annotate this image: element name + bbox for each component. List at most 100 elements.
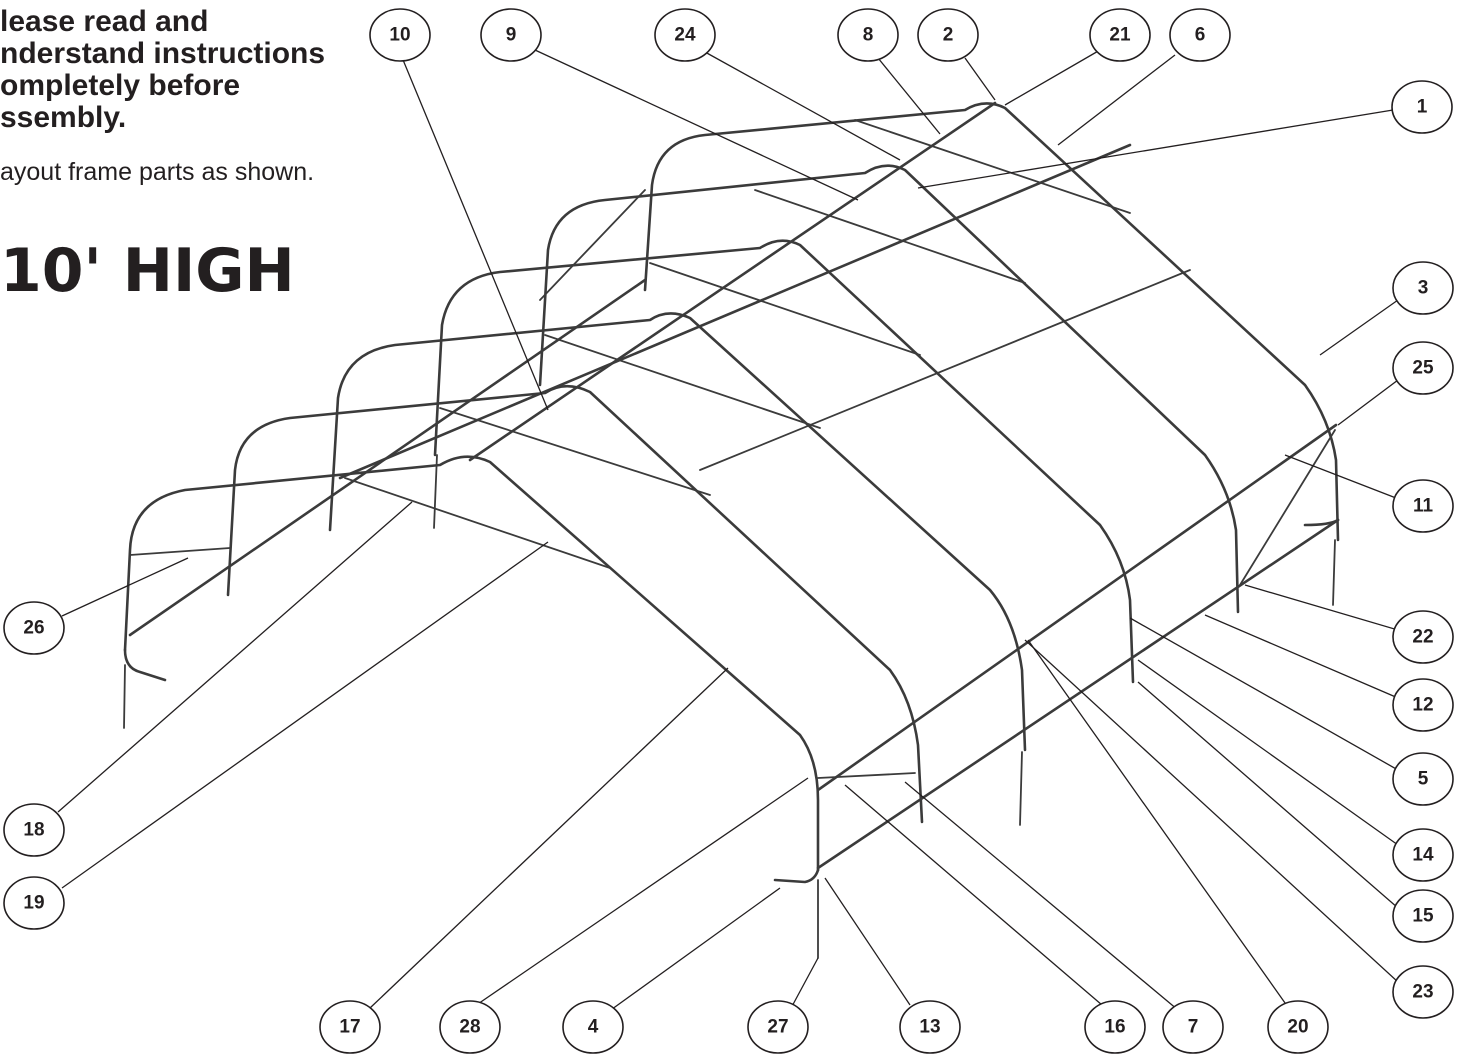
roof-purlin [544,334,821,429]
part-number: 13 [919,1017,940,1038]
part-number: 10 [389,25,410,46]
part-number: 16 [1104,1017,1125,1038]
part-number: 19 [23,893,44,914]
part-number-bubble: 10 [369,8,431,62]
instruction-line: ompletely before [0,69,241,102]
leader-line [61,557,189,617]
part-number: 8 [863,25,874,46]
leader-line [1057,54,1176,146]
instruction-line: nderstand instructions [0,37,326,70]
purlin [816,423,1338,792]
leader-line [1284,454,1397,499]
part-number-bubble: 28 [439,1000,501,1054]
ground-stake [1332,539,1336,606]
part-number-bubble: 3 [1392,261,1454,315]
arch [643,102,1340,542]
part-number: 25 [1412,358,1434,379]
leader-line [1027,639,1291,1011]
arch [123,455,820,872]
leader-line [369,667,729,1009]
part-number-bubble: 1 [1391,80,1453,134]
part-number-bubble: 18 [3,803,65,857]
end-brace [817,772,916,779]
leader-line [1137,681,1399,909]
part-number: 17 [339,1017,360,1038]
part-number-bubbles: 10 9 24 8 2 21 6 1 3 25 11 22 12 5 14 15… [3,8,1454,1054]
instructions-heading: lease read and nderstand instructions om… [0,6,325,134]
part-number-bubble: 6 [1169,8,1231,62]
part-number-bubble: 5 [1392,752,1454,806]
roof-purlin [439,407,711,496]
part-number-bubble: 9 [480,8,542,62]
ground-stake [433,454,438,529]
corner-brace [1239,429,1336,586]
roof-purlin [344,477,611,569]
part-number: 21 [1109,25,1131,46]
leader-line [1024,639,1399,983]
leader-line [789,957,819,1011]
part-number-bubble: 7 [1162,1000,1224,1054]
part-number: 4 [588,1017,599,1038]
leader-line [607,887,781,1013]
part-number: 14 [1412,845,1434,866]
part-number: 24 [674,25,696,46]
leader-line [964,57,996,101]
end-brace [129,547,231,556]
part-number-bubble: 23 [1392,965,1454,1019]
arch [538,164,1240,614]
leader-line [904,781,1179,1011]
part-number-bubble: 25 [1392,341,1454,395]
purlin [816,518,1340,870]
purlin [699,269,1191,471]
leader-line [471,777,809,1009]
layout-note: ayout frame parts as shown. [0,158,315,186]
roof-purlin [854,119,1131,214]
part-number: 20 [1287,1017,1308,1038]
part-number-bubble: 27 [747,1000,809,1054]
leader-line [1244,584,1399,631]
part-number-bubble: 2 [917,8,979,62]
part-number: 26 [23,618,44,639]
arch [328,312,1027,752]
arch [433,239,1135,684]
roof-purlin [649,262,921,356]
part-number-bubble: 20 [1267,1000,1329,1054]
shelter-frame [123,101,1340,959]
part-number: 22 [1412,627,1433,648]
corner-brace [539,189,646,301]
part-number-bubble: 8 [837,8,899,62]
part-number: 6 [1195,25,1206,46]
part-number: 12 [1412,695,1433,716]
part-number: 28 [459,1017,480,1038]
part-number: 27 [767,1017,788,1038]
part-number: 11 [1413,496,1434,517]
part-number-bubble: 22 [1392,610,1454,664]
base-elbow [123,648,167,682]
leader-line [1137,659,1399,846]
part-number-bubble: 17 [319,1000,381,1054]
leader-line [61,541,549,889]
part-number: 1 [1417,97,1428,118]
ground-stake [1019,751,1023,826]
leader-line [917,109,1394,189]
part-number-bubble: 26 [3,601,65,655]
part-number: 2 [943,25,954,46]
leader-line [877,57,941,135]
leader-line [1319,299,1399,356]
height-label: 10' HIGH [0,236,295,306]
part-number: 23 [1412,982,1433,1003]
part-number-bubble: 16 [1084,1000,1146,1054]
ground-stake [123,664,126,729]
part-number: 7 [1188,1017,1199,1038]
part-number: 5 [1418,769,1429,790]
arch [226,384,924,824]
leader-line [844,784,1103,1006]
part-number-bubble: 13 [899,1000,961,1054]
leader-line [1129,617,1399,771]
part-number-bubble: 12 [1392,678,1454,732]
leader-line [1337,379,1399,426]
part-number: 3 [1418,278,1429,299]
part-number-bubble: 19 [3,876,65,930]
roof-purlin [754,189,1026,284]
